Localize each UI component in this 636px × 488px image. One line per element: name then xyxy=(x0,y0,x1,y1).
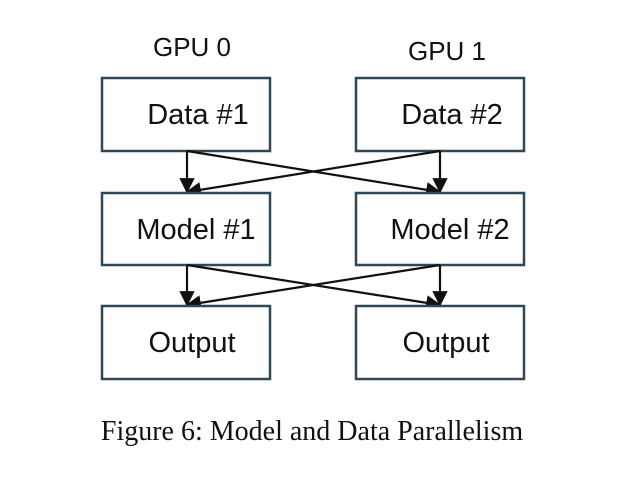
gpu-0-label: GPU 0 xyxy=(153,32,231,62)
output-box-gpu-1-label: Output xyxy=(402,327,489,359)
data-box-gpu-1: Data #2 xyxy=(354,76,526,153)
data-box-gpu-1-label: Data #2 xyxy=(401,99,503,131)
model-box-gpu-0-label: Model #1 xyxy=(136,214,255,246)
figure-caption: Figure 6: Model and Data Parallelism xyxy=(101,416,523,447)
data-box-gpu-0-label: Data #1 xyxy=(147,99,249,131)
model-box-gpu-0: Model #1 xyxy=(100,191,272,267)
gpu-1-label: GPU 1 xyxy=(408,36,486,66)
output-box-gpu-1: Output xyxy=(354,304,526,381)
arrow-data2-to-model1 xyxy=(185,149,441,198)
output-box-gpu-0: Output xyxy=(100,304,272,381)
output-box-gpu-0-label: Output xyxy=(148,327,235,359)
model-box-gpu-1: Model #2 xyxy=(354,191,526,267)
arrow-model2-to-output1 xyxy=(185,263,441,311)
data-box-gpu-0: Data #1 xyxy=(100,76,272,153)
model-box-gpu-1-label: Model #2 xyxy=(390,214,509,246)
